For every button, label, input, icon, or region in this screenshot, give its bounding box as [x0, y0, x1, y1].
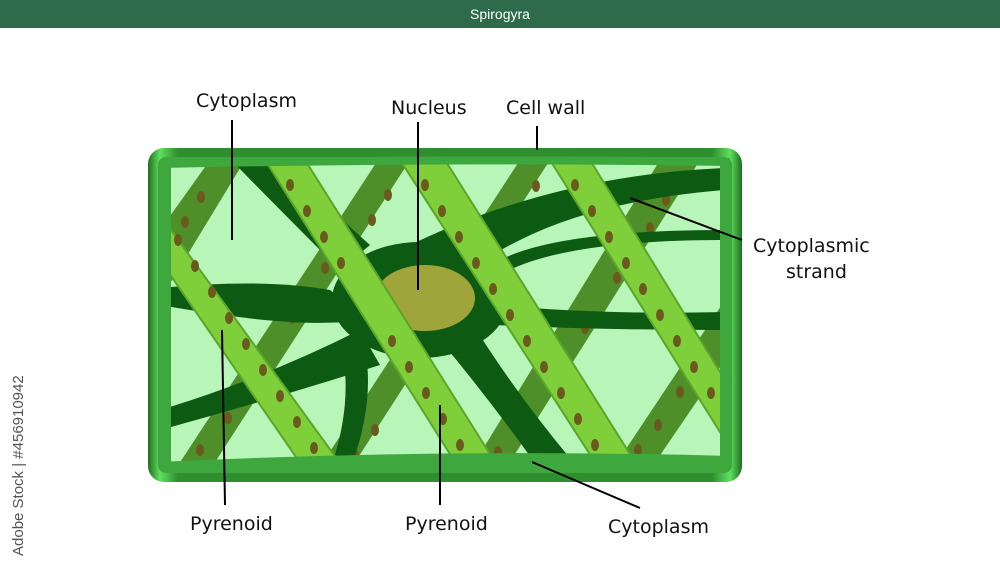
page-title: Spirogyra — [470, 6, 530, 22]
leader-cytoplasm-bottom — [531, 461, 641, 509]
label-nucleus: Nucleus — [391, 97, 467, 119]
title-bar: Spirogyra — [0, 0, 1000, 28]
chloroplast-ribbons-front — [171, 161, 720, 465]
label-cytoplasm-bottom: Cytoplasm — [608, 516, 709, 538]
cell-membrane-top — [159, 156, 731, 168]
leader-pyrenoid-left — [221, 329, 226, 506]
label-cytoplasmic-strand-line2: strand — [786, 261, 847, 283]
leader-cytoplasmic-strand — [629, 197, 743, 241]
label-cytoplasm-top: Cytoplasm — [196, 90, 297, 112]
label-cytoplasmic-strand-line1: Cytoplasmic — [753, 235, 870, 257]
watermark-stock-id: Adobe Stock | #456910942 — [10, 375, 27, 556]
cell-membrane-bottom — [159, 453, 731, 470]
label-cell-wall: Cell wall — [506, 97, 586, 119]
label-pyrenoid-center: Pyrenoid — [405, 513, 488, 535]
label-pyrenoid-left: Pyrenoid — [190, 513, 273, 535]
leader-lines — [221, 120, 743, 509]
